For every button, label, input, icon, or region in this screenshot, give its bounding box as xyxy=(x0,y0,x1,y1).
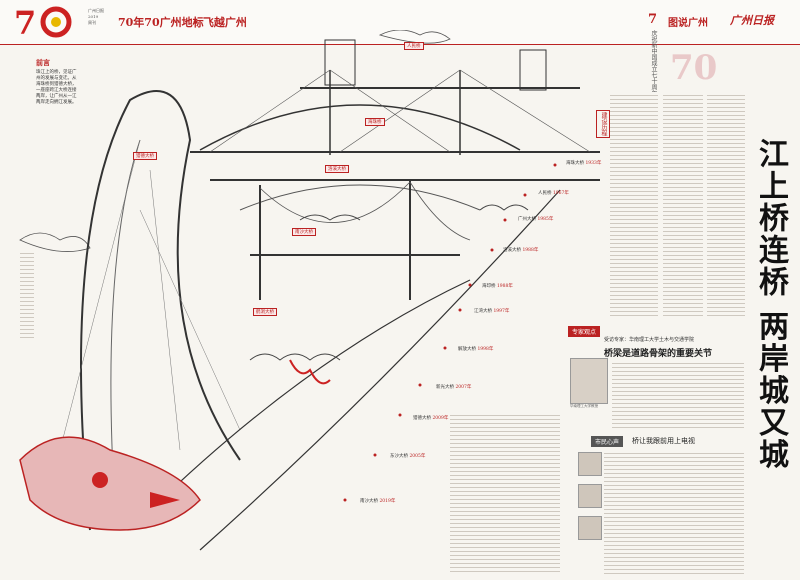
page-header xyxy=(0,0,800,45)
header-subtitle: • 飞越广州 xyxy=(192,16,247,29)
expert-portrait xyxy=(570,358,608,404)
timeline-item: 洛溪大桥 1988年 xyxy=(503,248,539,253)
series-label: 庆祝新中国成立七十周年系列 xyxy=(650,30,657,108)
article-column-1 xyxy=(610,92,658,317)
avatar xyxy=(578,516,602,540)
timeline-item: 人民桥 1967年 xyxy=(538,191,569,196)
timeline-item: 广州大桥 1985年 xyxy=(518,217,554,222)
bridge-label-luoxi: 洛溪大桥 xyxy=(325,165,349,173)
preface-label: 前言 xyxy=(36,58,50,67)
stories-column-2 xyxy=(515,412,560,572)
timeline-item: 海珠大桥 1933年 xyxy=(566,161,602,166)
section-name: 图说广州 xyxy=(668,18,708,29)
timeline-item: 猎德大桥 2009年 xyxy=(413,416,449,421)
views-tag: 市民心声 xyxy=(591,436,624,447)
expert-tag: 专家观点 xyxy=(568,326,601,337)
timeline-item: 东沙大桥 2005年 xyxy=(390,454,426,459)
portrait-caption: 华南理工大学教授 xyxy=(570,404,598,408)
expert-title: 桥梁是道路骨架的重要关节 xyxy=(604,349,713,359)
svg-text:7: 7 xyxy=(14,4,36,38)
bridge-label-renmin: 人民桥 xyxy=(404,42,424,50)
main-headline: 江上桥连桥 两岸城又城 xyxy=(753,138,788,471)
newspaper-name: 广州日报 xyxy=(730,14,774,27)
article-column-3 xyxy=(707,92,745,317)
header-title: 70年70广州地标 xyxy=(118,16,204,29)
bridge-label-nansha: 南沙大桥 xyxy=(292,228,316,236)
bridge-label-liede: 猎德大桥 xyxy=(133,152,157,160)
expert-name: 受访专家：华南理工大学土木与交通学院 xyxy=(604,337,695,343)
preface-text: 珠江上的桥，见证广州的发展与变迁。从海珠桥到猎德大桥，一座座跨江大桥连接两岸，让… xyxy=(36,70,77,105)
anniversary-70-logo: 7 xyxy=(14,4,72,38)
timeline-item: 解放大桥 1998年 xyxy=(458,347,494,352)
side-caption xyxy=(20,250,34,340)
avatar xyxy=(578,452,602,476)
bridge-label-hedong: 鹤洞大桥 xyxy=(253,308,277,316)
avatar xyxy=(578,484,602,508)
views-article xyxy=(604,450,744,575)
expert-article xyxy=(612,360,744,430)
page-number: 7 xyxy=(648,12,658,27)
timeline-item: 南沙大桥 2019年 xyxy=(360,499,396,504)
article-column-2 xyxy=(663,92,703,317)
section-red-tag: 建设历程 xyxy=(596,110,610,138)
timeline-item: 新光大桥 2007年 xyxy=(436,385,472,390)
bridges-illustration xyxy=(19,30,600,551)
timeline-item: 江湾大桥 1997年 xyxy=(474,309,510,314)
timeline-item: 海印桥 1988年 xyxy=(482,284,513,289)
bridge-label-haizhu: 海珠桥 xyxy=(365,118,385,126)
big-70-watermark: 70 xyxy=(670,48,718,88)
views-title: 桥让我跟前用上电视 xyxy=(632,437,695,445)
